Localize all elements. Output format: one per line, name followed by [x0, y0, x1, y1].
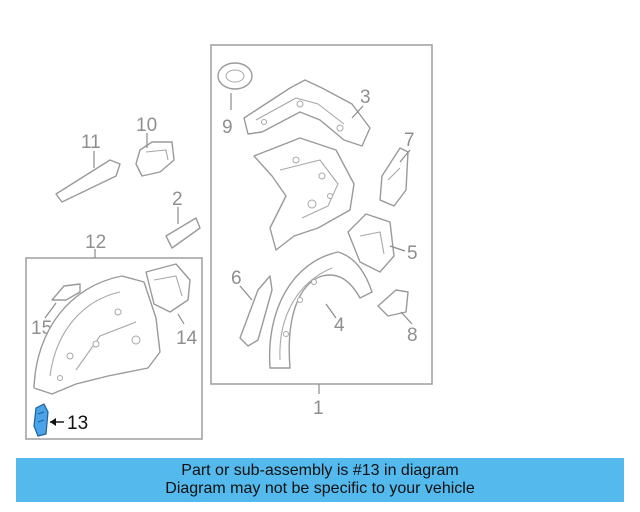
callout-7: 7 [404, 130, 415, 151]
part-inner-panel[interactable] [253, 137, 355, 251]
part-8-bracket[interactable] [377, 289, 413, 325]
main-assembly-frame [210, 44, 433, 385]
parts-diagram: 9 3 10 11 2 7 [25, 44, 433, 440]
part-inner-wheelhouse-assembly[interactable] [33, 275, 161, 395]
part-14-panel[interactable] [145, 263, 191, 325]
part-15-clip[interactable] [44, 283, 81, 319]
callout-11: 11 [81, 132, 101, 153]
part-10-bracket[interactable] [135, 133, 175, 177]
callout-8: 8 [407, 325, 418, 346]
part-6-brace[interactable] [239, 275, 273, 347]
callout-5: 5 [407, 243, 418, 264]
part-7-bracket[interactable] [379, 147, 411, 207]
callout-6: 6 [231, 268, 242, 289]
part-9-seal[interactable] [217, 62, 253, 110]
callout-1: 1 [313, 398, 324, 419]
sub-assembly-frame-12 [25, 257, 203, 440]
callout-12: 12 [85, 232, 106, 253]
callout-2: 2 [172, 189, 183, 210]
callout-9: 9 [222, 117, 233, 138]
callout-14: 14 [176, 328, 198, 349]
part-4-wheelhouse[interactable] [268, 251, 373, 369]
banner-line-2: Diagram may not be specific to your vehi… [165, 480, 475, 497]
banner-line-1: Part or sub-assembly is #13 in diagram [181, 462, 459, 479]
part-5-gusset[interactable] [347, 213, 406, 273]
callout-10: 10 [136, 115, 157, 136]
callout-4: 4 [334, 315, 345, 336]
part-11-strip[interactable] [55, 151, 121, 203]
callout-13: 13 [67, 413, 88, 434]
callout-3: 3 [360, 87, 371, 108]
part-3-upper-rail[interactable] [243, 79, 371, 147]
part-2-reinforcement[interactable] [165, 207, 201, 249]
part-13-highlighted[interactable] [33, 403, 64, 437]
info-banner: Part or sub-assembly is #13 in diagram D… [16, 458, 624, 502]
